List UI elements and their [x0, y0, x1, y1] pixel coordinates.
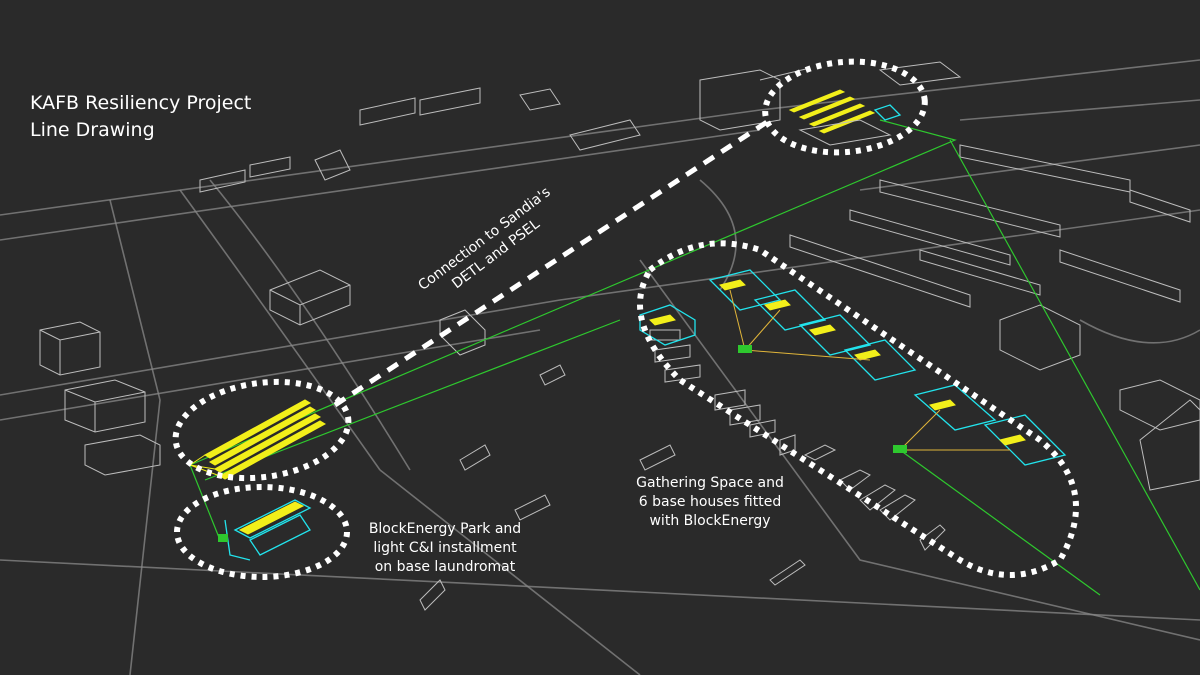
title-line-1: KAFB Resiliency Project [30, 92, 252, 114]
title-line-2: Line Drawing [30, 119, 155, 141]
park-label-line-3: on base laundromat [374, 559, 516, 575]
laundromat-building [218, 499, 312, 561]
wireframe-buildings [39, 61, 1200, 611]
roads [0, 59, 1200, 675]
park-label-line-1: BlockEnergy Park and [368, 521, 522, 537]
solar-array-sandia [788, 89, 902, 146]
callout-solar-park [172, 378, 352, 482]
callout-laundromat [174, 484, 350, 580]
gathering-label-line-1: Gathering Space and [636, 475, 784, 491]
gathering-label-line-3: with BlockEnergy [649, 513, 771, 529]
solar-park [189, 399, 327, 480]
callout-gathering-space [637, 240, 1079, 578]
power-lines [189, 119, 1200, 596]
page-title: KAFB Resiliency Project Line Drawing [30, 90, 251, 144]
callout-sandia [762, 58, 928, 156]
callout-outlines [172, 58, 1079, 580]
gathering-label-line-2: 6 base houses fitted [638, 494, 782, 510]
park-label: BlockEnergy Park and light C&I installme… [355, 520, 535, 577]
gathering-label: Gathering Space and 6 base houses fitted… [625, 474, 795, 531]
sandia-connection-line [333, 117, 772, 408]
park-label-line-2: light C&I installment [373, 540, 517, 556]
base-houses [639, 269, 1067, 466]
